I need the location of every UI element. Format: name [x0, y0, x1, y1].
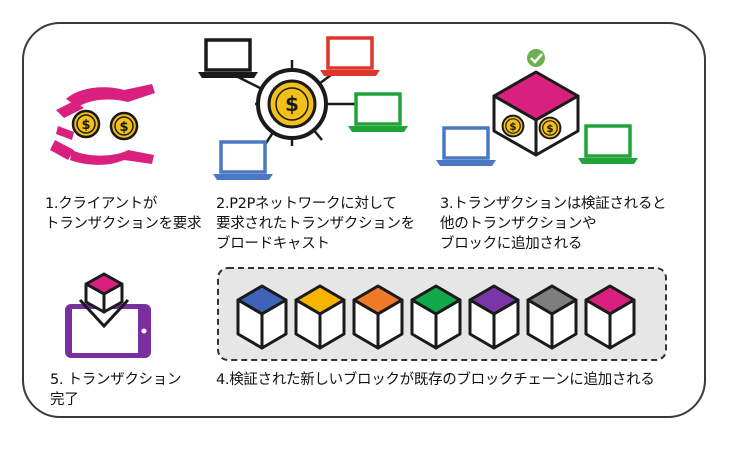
step3-block-icon: [492, 70, 580, 157]
step1-hands-icon: [50, 84, 155, 165]
step2-laptop-icon-green: [346, 92, 410, 134]
step2-laptop-icon-blue: [211, 140, 275, 182]
diagram-frame: [22, 22, 706, 418]
step2-laptop-icon-red: [318, 36, 382, 78]
step2-caption: 2.P2Pネットワークに対して 要求されたトランザクションを ブロードキャスト: [216, 196, 415, 252]
step1-coin-icon: [71, 109, 139, 141]
step5-caption: 5. トランザクション 完了: [50, 372, 182, 408]
step4-blockchain-icon: [236, 284, 636, 350]
chain-block: [526, 284, 578, 350]
chain-block: [410, 284, 462, 350]
step2-laptop-icon-black: [196, 38, 260, 80]
svg-text:$: $: [285, 92, 299, 116]
chain-block: [352, 284, 404, 350]
step5-block-icon: [78, 272, 130, 329]
step4-caption: 4.検証された新しいブロックが既存のブロックチェーンに追加される: [216, 372, 655, 388]
step2-coin-hub-icon: $: [256, 68, 328, 140]
chain-block: [236, 284, 288, 350]
step3-laptop-icon-blue: [434, 126, 498, 168]
step3-laptop-icon-green: [576, 124, 640, 166]
chain-block: [294, 284, 346, 350]
step1-caption: 1.クライアントが トランザクションを要求: [45, 196, 202, 232]
chain-block: [468, 284, 520, 350]
step3-caption: 3.トランザクションは検証されると 他のトランザクションや ブロックに追加される: [440, 196, 667, 252]
step3-check-icon: [527, 49, 545, 67]
step5-tablet-icon: [65, 304, 151, 358]
chain-block: [584, 284, 636, 350]
